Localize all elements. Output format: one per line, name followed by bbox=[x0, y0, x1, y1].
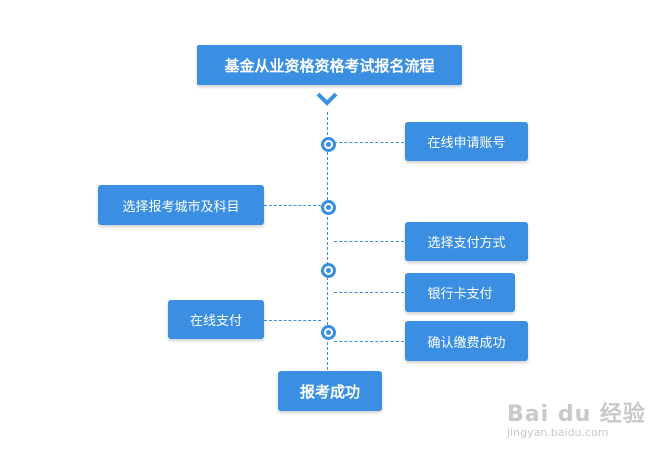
connector-select-city bbox=[264, 205, 321, 206]
chevron-down-icon bbox=[316, 92, 338, 106]
timeline-node bbox=[321, 137, 336, 152]
watermark-url: jingyan.baidu.com bbox=[507, 426, 609, 439]
timeline-node bbox=[321, 263, 336, 278]
step-online-payment: 在线支付 bbox=[168, 300, 264, 339]
step-select-city: 选择报考城市及科目 bbox=[98, 185, 264, 225]
watermark-brand: Bai du 经验 bbox=[507, 402, 646, 427]
step-final-success: 报考成功 bbox=[278, 371, 382, 411]
connector-select-payment bbox=[334, 241, 404, 242]
baidu-watermark: Bai du 经验 jingyan.baidu.com bbox=[507, 396, 646, 439]
connector-confirm-payment bbox=[334, 341, 404, 342]
timeline-spine bbox=[327, 112, 328, 370]
connector-online-payment bbox=[264, 320, 321, 321]
step-select-payment: 选择支付方式 bbox=[405, 222, 528, 261]
step-confirm-payment: 确认缴费成功 bbox=[405, 321, 528, 361]
connector-bank-card bbox=[334, 292, 404, 293]
connector-apply-account bbox=[334, 142, 404, 143]
step-bank-card: 银行卡支付 bbox=[405, 273, 515, 312]
step-apply-account: 在线申请账号 bbox=[405, 122, 528, 161]
timeline-node bbox=[321, 200, 336, 215]
flow-title: 基金从业资格资格考试报名流程 bbox=[197, 45, 462, 85]
timeline-node bbox=[321, 325, 336, 340]
